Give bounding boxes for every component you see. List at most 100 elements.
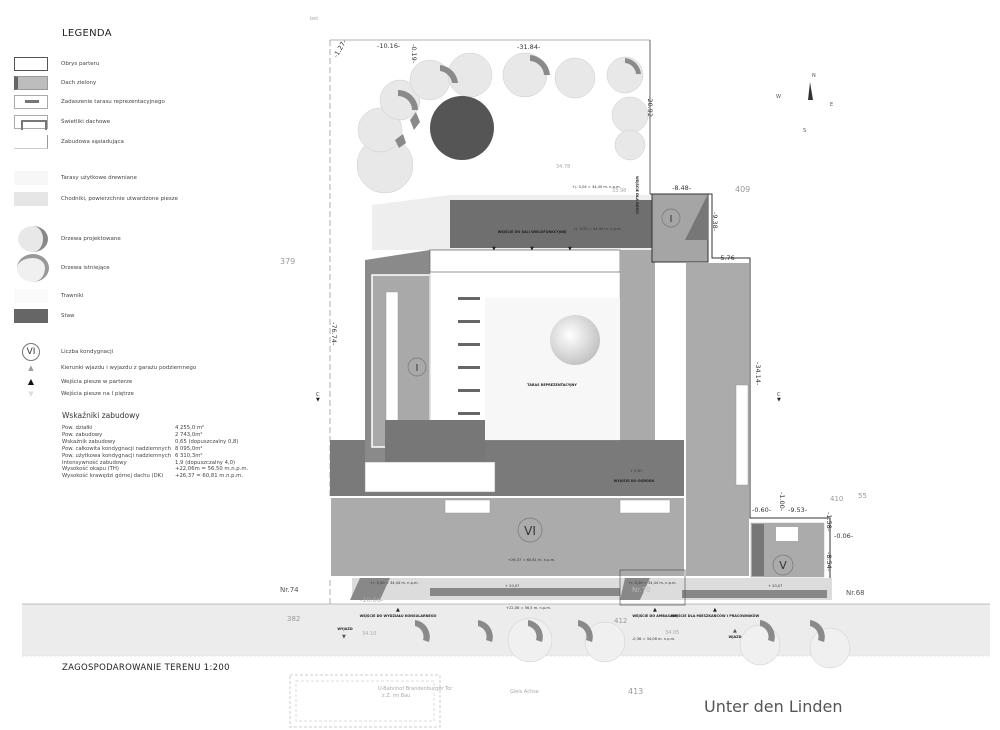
arcade-ramp-2: [620, 578, 650, 600]
garage-entry-label: WJAZD: [729, 635, 742, 639]
parcel-number: 382: [287, 615, 300, 623]
metro-outline: [289, 674, 441, 728]
metro-label: U-Bahnhof Brandenburger Tor: [378, 686, 453, 692]
level-label: +26,37 = 60,81 m. n.p.m.: [508, 558, 555, 562]
roof-dark-top: [450, 200, 655, 248]
dimension-label: -5.76-: [718, 254, 738, 262]
level-label: + 20,07: [768, 584, 782, 588]
floor-count-label: I: [416, 363, 419, 374]
compass-n: N: [812, 73, 816, 79]
ground-floor-outline: [650, 193, 831, 580]
compass-e: E: [830, 102, 833, 108]
pond: [430, 96, 494, 160]
section-label: C: [777, 392, 781, 398]
entrance-arrow-icon: ▼: [530, 246, 534, 252]
stats-key: Intensywność zabudowy: [62, 459, 127, 466]
legend-label: Chodniki, powierzchnie utwardzone piesze: [61, 196, 179, 202]
legend-item: Świetliki dachowe: [14, 114, 110, 130]
first-floor-entrance-icon: ▼: [28, 390, 34, 398]
street-name: Unter den Linden: [704, 697, 843, 716]
garage-exit-arrow-icon: ▼: [342, 634, 346, 640]
legend-item: Zabudowa sąsiadująca: [14, 134, 124, 150]
embassy-entry-frame: [619, 569, 686, 606]
stats-title: Wskaźniki zabudowy: [62, 411, 140, 420]
legend-item: Chodniki, powierzchnie utwardzone piesze: [14, 191, 178, 207]
level-label: 34.10: [362, 631, 376, 637]
level-label: +/- 0,00 = 34,44 m. n.p.m.: [370, 581, 419, 585]
metro-outline-inner: [295, 680, 435, 722]
dimension-label: -1.27-: [332, 38, 349, 59]
level-label: 34.78: [556, 164, 570, 170]
floor-count-symbol: VI: [22, 343, 40, 361]
dimension-label: -1.00-: [778, 492, 786, 512]
legend-label: Kierunki wjazdu i wyjazdu z garażu podzi…: [61, 365, 197, 371]
skylight-swatch: [14, 115, 48, 130]
level-label: 34.05: [665, 630, 679, 636]
entrance-label: WYJŚCIE DO OGRODU: [614, 478, 655, 483]
dimension-label: -34.14-: [754, 362, 762, 386]
parcel-number: 55: [858, 492, 867, 500]
terrace-canopy: [429, 249, 621, 273]
stats-key: Wysokość krawędzi górnej dachu (DK): [62, 473, 164, 480]
legend-label: Tarasy użytkowe drewniane: [61, 175, 137, 181]
stats-row: Wysokość okapu (TH)+22,06m = 56,50 m.n.p…: [62, 466, 248, 473]
section-arrow-icon: ▼: [777, 397, 781, 403]
stats-key: Pow. całkowita kondygnacji nadziemnych: [62, 445, 171, 452]
skylights: [458, 297, 480, 415]
entrance-arrow-icon: ▲: [653, 607, 657, 613]
floor-count-label: I: [670, 214, 673, 225]
stats-key: Pow. zabudowy: [62, 431, 103, 438]
stats-row: Intensywność zabudowy 1,9 (dopuszczalny 4…: [62, 460, 248, 467]
stats-row: Wysokość krawędzi górnej dachu (DK)+26,3…: [62, 473, 248, 480]
legend-item: Drzewa istniejące: [14, 254, 110, 282]
parcel-number: 409: [735, 185, 750, 194]
skylight-vi-2: [619, 499, 671, 514]
lawn-swatch: [14, 289, 48, 303]
tree-existing-icon: [17, 254, 49, 282]
pavement-swatch: [14, 192, 48, 206]
legend-item: Tarasy użytkowe drewniane: [14, 170, 137, 186]
dimension-label: -10.06-: [360, 596, 384, 604]
trees-garden: [356, 52, 649, 194]
level-label: 33.98: [612, 188, 626, 194]
compass-w: W: [776, 94, 781, 100]
dimension-label: -9.53-: [788, 506, 808, 514]
skylight-right: [735, 384, 749, 486]
dimension-label: -9.38-: [711, 212, 719, 232]
garage-entry-arrow-icon: ▲: [733, 628, 737, 634]
level-label: +/- 0,04 = 34,40 m. n.p.m.: [572, 185, 621, 189]
legend-label: Zadaszenie tarasu reprezentacyjnego: [61, 99, 165, 105]
skylight-vi-1: [444, 499, 491, 514]
legend-label: Obrys parteru: [61, 61, 100, 67]
track-label: Gleis Achse: [510, 689, 539, 695]
arcade-ramp: [350, 578, 390, 600]
legend-item: ▲Kierunki wjazdu i wyjazdu z garażu podz…: [14, 360, 196, 376]
dimension-label: -20.92-: [646, 96, 654, 120]
wood-terrace-swatch: [14, 171, 48, 185]
arcade-band: [430, 588, 620, 596]
dimension-label: -31.84-: [517, 43, 541, 51]
legend-label: Drzewa istniejące: [61, 265, 110, 271]
ground-floor-outline-swatch: [14, 57, 48, 71]
entrance-arrow-icon: ▼: [568, 246, 572, 252]
plan-title: ZAGOSPODAROWANIE TERENU 1:200: [62, 663, 230, 673]
stats-value: 0,65 (dopuszczalny 0,8): [175, 438, 239, 445]
section-label: C: [316, 392, 320, 398]
entrance-label: WEJŚCIE DO SALI WIELOFUNKCYJNEJ: [498, 229, 567, 234]
dimension-label: -8.54-: [825, 552, 833, 572]
legend-label: Zabudowa sąsiadująca: [61, 139, 124, 145]
entrance-arrow-icon: ▲: [713, 607, 717, 613]
legend-item: Dach zielony: [14, 75, 96, 91]
roof-left-wing: [371, 274, 431, 448]
ground-entrance-icon: ▲: [27, 377, 35, 386]
stats-value: 4 255,0 m²: [175, 425, 205, 431]
skylight-left: [385, 291, 399, 433]
neighbor-building-swatch: [14, 135, 48, 149]
stats-value: 1,9 (dopuszczalny 4,0): [175, 459, 236, 466]
